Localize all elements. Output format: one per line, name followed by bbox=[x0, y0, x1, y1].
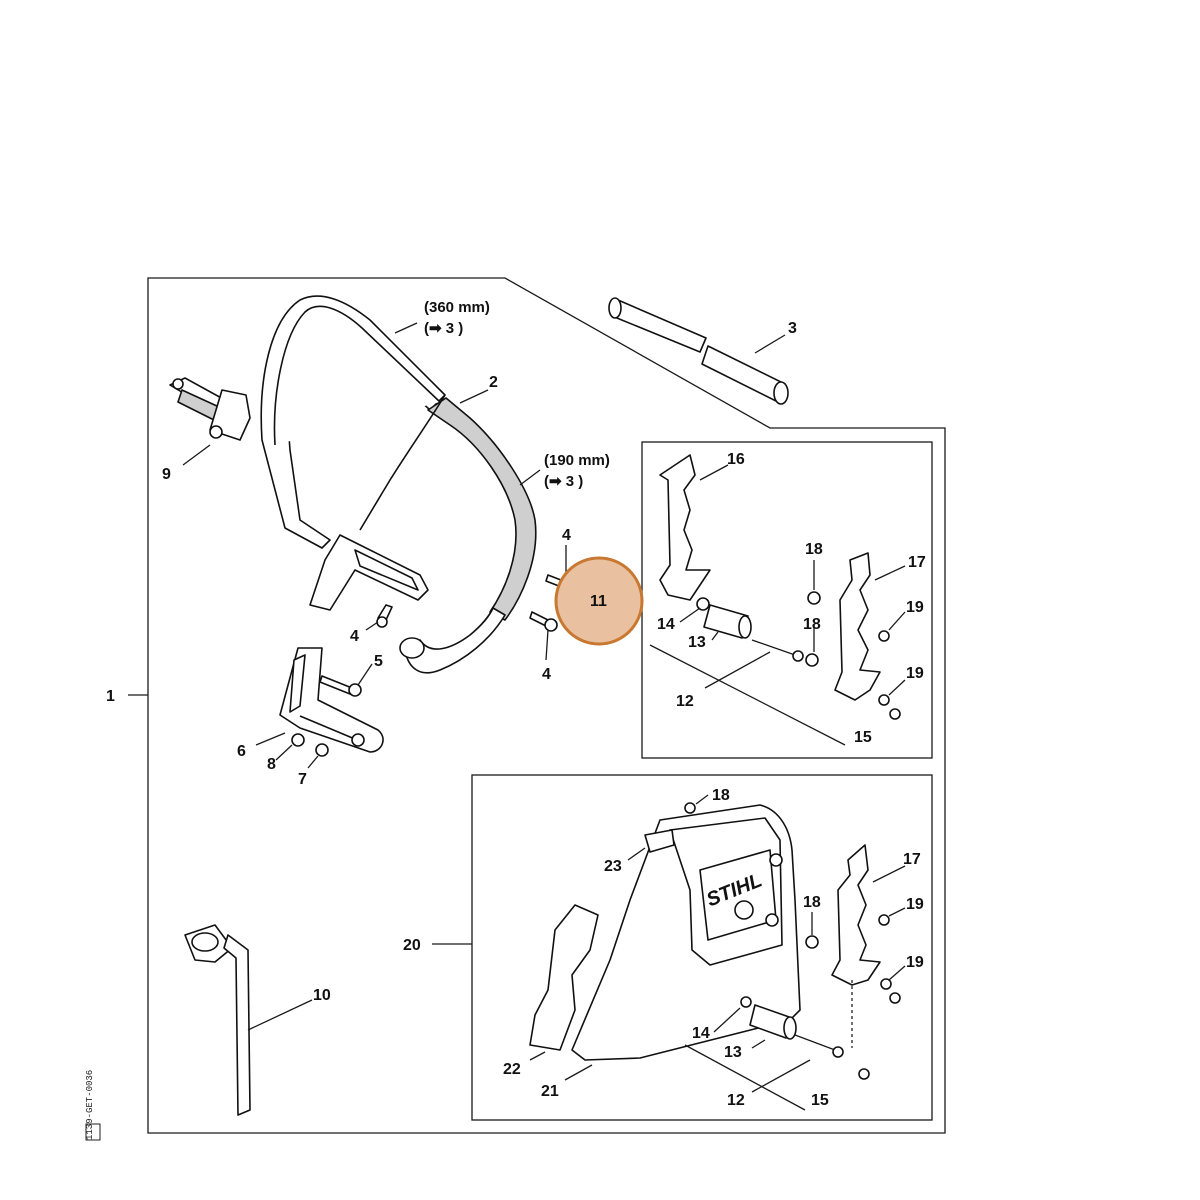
nut-part-19-d bbox=[878, 914, 890, 926]
hand-guard-subassembly-box bbox=[641, 441, 933, 759]
nut-part-19-c bbox=[889, 708, 901, 720]
callout-18-bottom-b[interactable]: 18 bbox=[803, 894, 821, 911]
washer-part-14 bbox=[696, 597, 710, 611]
bolt-part-18-a bbox=[807, 591, 821, 605]
nut-part-19-b bbox=[878, 694, 890, 706]
callout-4-lower[interactable]: 4 bbox=[542, 666, 551, 683]
callout-9[interactable]: 9 bbox=[162, 466, 171, 483]
callout-21[interactable]: 21 bbox=[541, 1083, 559, 1100]
callout-19-top-a[interactable]: 19 bbox=[906, 599, 924, 616]
callout-4-upper[interactable]: 4 bbox=[562, 527, 571, 544]
callout-14-bottom[interactable]: 14 bbox=[692, 1025, 710, 1042]
highlight-callout-11[interactable] bbox=[554, 556, 644, 646]
bracket-part bbox=[279, 647, 384, 753]
sprocket-cover-part-21: STIHL bbox=[571, 804, 801, 1061]
callout-18-bottom-a[interactable]: 18 bbox=[712, 787, 730, 804]
callout-15-top[interactable]: 15 bbox=[854, 729, 872, 746]
callout-4-left[interactable]: 4 bbox=[350, 628, 359, 645]
callout-12-bottom[interactable]: 12 bbox=[727, 1092, 745, 1109]
callout-13-top[interactable]: 13 bbox=[688, 634, 706, 651]
callout-18-top-a[interactable]: 18 bbox=[805, 541, 823, 558]
callout-15-bottom[interactable]: 15 bbox=[811, 1092, 829, 1109]
nut-part-15b bbox=[858, 1068, 870, 1080]
nut-part-19-e bbox=[880, 978, 892, 990]
callout-13-bottom[interactable]: 13 bbox=[724, 1044, 742, 1061]
ref-note-3-a: (➡ 3 ) bbox=[424, 320, 463, 337]
hose-part bbox=[608, 297, 789, 405]
callout-7[interactable]: 7 bbox=[298, 771, 307, 788]
callout-5[interactable]: 5 bbox=[374, 653, 383, 670]
plate-part-23 bbox=[644, 829, 675, 853]
callout-14-top[interactable]: 14 bbox=[657, 616, 675, 633]
length-note-360: (360 mm) bbox=[424, 299, 490, 316]
callout-11[interactable]: 11 bbox=[590, 593, 607, 610]
screw-part-5 bbox=[319, 675, 362, 697]
washer-part-7 bbox=[315, 743, 329, 757]
deflector-part-22 bbox=[529, 904, 599, 1051]
ref-note-3-b: (➡ 3 ) bbox=[544, 473, 583, 490]
callout-19-bottom-b[interactable]: 19 bbox=[906, 954, 924, 971]
callout-6[interactable]: 6 bbox=[237, 743, 246, 760]
leader-lines bbox=[128, 322, 906, 1111]
callout-12-top[interactable]: 12 bbox=[676, 693, 694, 710]
screw-part-4-left bbox=[376, 604, 393, 628]
callout-labels: 1 2 3 4 4 4 5 6 7 8 9 10 11 12 13 14 15 … bbox=[106, 320, 926, 1109]
length-note-190: (190 mm) bbox=[544, 452, 610, 469]
main-assembly-outline bbox=[147, 277, 946, 1134]
bolt-part-18-b bbox=[805, 653, 819, 667]
callout-17-top[interactable]: 17 bbox=[908, 554, 926, 571]
sprocket-cover-subassembly-box bbox=[471, 774, 933, 1121]
drawing-code: 1139-GET-0036 bbox=[85, 1070, 95, 1140]
callout-17-bottom[interactable]: 17 bbox=[903, 851, 921, 868]
callout-3[interactable]: 3 bbox=[788, 320, 797, 337]
callout-20[interactable]: 20 bbox=[403, 937, 421, 954]
washer-part-14b bbox=[740, 996, 752, 1008]
bolt-part-18-d bbox=[805, 935, 819, 949]
callout-2[interactable]: 2 bbox=[489, 374, 498, 391]
guard-plate-part-17-bottom bbox=[831, 844, 881, 986]
sleeve-part-13b bbox=[749, 1004, 793, 1039]
guard-plate-part-16 bbox=[659, 454, 711, 601]
guard-plate-part-17-top bbox=[834, 552, 881, 701]
callout-10[interactable]: 10 bbox=[313, 987, 331, 1004]
callout-22[interactable]: 22 bbox=[503, 1061, 521, 1078]
callout-19-top-b[interactable]: 19 bbox=[906, 665, 924, 682]
sleeve-part-13 bbox=[703, 604, 749, 639]
handlebar-part bbox=[260, 295, 537, 674]
bolt-part-12 bbox=[751, 639, 796, 656]
bolt-part-12b bbox=[794, 1034, 836, 1051]
bolt-part-18-c bbox=[684, 802, 696, 814]
nut-part-8 bbox=[291, 733, 305, 747]
combination-wrench-part bbox=[184, 924, 251, 1116]
nut-part-19-a bbox=[878, 630, 890, 642]
callout-1[interactable]: 1 bbox=[106, 688, 115, 705]
nut-part-19-f bbox=[889, 992, 901, 1004]
callout-19-bottom-a[interactable]: 19 bbox=[906, 896, 924, 913]
buffer-spring-part bbox=[169, 377, 251, 441]
screw-part-4-lower bbox=[529, 611, 558, 632]
drawing-code-box bbox=[85, 1123, 101, 1141]
callout-8[interactable]: 8 bbox=[267, 756, 276, 773]
callout-16[interactable]: 16 bbox=[727, 451, 745, 468]
callout-18-top-b[interactable]: 18 bbox=[803, 616, 821, 633]
callout-23[interactable]: 23 bbox=[604, 858, 622, 875]
